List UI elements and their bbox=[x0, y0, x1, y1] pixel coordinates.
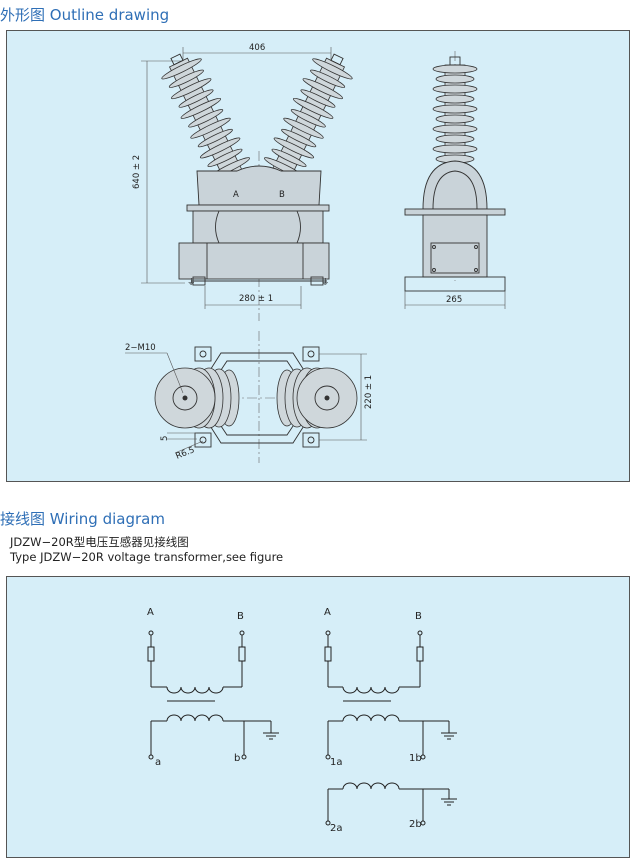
side-dome bbox=[422, 160, 488, 210]
svg-text:⏚: ⏚ bbox=[321, 278, 330, 288]
wiring-line-en: Type JDZW−20R voltage transformer,see fi… bbox=[10, 550, 284, 564]
wiring-diagram-panel: A B a b A B bbox=[6, 576, 630, 858]
right-insulator bbox=[263, 53, 353, 185]
left-label-a: a bbox=[155, 757, 161, 768]
terminal-a-label: A bbox=[233, 190, 239, 200]
wiring-section-title: 接线图 Wiring diagram bbox=[0, 510, 165, 528]
front-upper-body bbox=[196, 165, 322, 206]
right-label-A: A bbox=[324, 607, 331, 618]
outline-section-title: 外形图 Outline drawing bbox=[0, 6, 170, 24]
wiring-line-cn: JDZW−20R型电压互感器见接线图 bbox=[10, 535, 189, 549]
dim-mount: 2−M10 bbox=[125, 343, 156, 353]
wiring-diagram: A B a b A B bbox=[147, 607, 457, 834]
plan-right-sheds bbox=[276, 367, 358, 429]
dim-side-width: 265 bbox=[446, 295, 462, 305]
wiring-left: A B a b bbox=[147, 607, 279, 768]
dim-top-width: 406 bbox=[249, 43, 265, 53]
wiring-right: A B 1a 1b 2a 2b bbox=[324, 607, 457, 834]
dim-gap: 5 bbox=[160, 436, 170, 441]
side-flange bbox=[404, 208, 506, 216]
outline-drawing-panel: 406 640 ± 2 bbox=[6, 30, 630, 482]
dim-base-spacing: 280 ± 1 bbox=[239, 294, 273, 304]
plan-left-sheds bbox=[154, 367, 240, 429]
right-label-B: B bbox=[415, 611, 422, 622]
right-label-1a: 1a bbox=[330, 757, 343, 768]
side-insulator bbox=[432, 56, 478, 166]
right-label-2a: 2a bbox=[330, 823, 343, 834]
left-label-b: b bbox=[234, 753, 240, 764]
right-label-1b: 1b bbox=[409, 753, 422, 764]
terminal-b-label: B bbox=[279, 190, 285, 200]
front-flange bbox=[186, 204, 330, 212]
dim-height: 640 ± 2 bbox=[132, 155, 142, 189]
left-insulator bbox=[161, 53, 251, 185]
front-core bbox=[192, 210, 324, 244]
left-label-A: A bbox=[147, 607, 154, 618]
dim-radius: R6.5 bbox=[174, 445, 196, 462]
dim-plan-height: 220 ± 1 bbox=[364, 375, 374, 409]
right-label-2b: 2b bbox=[409, 819, 422, 830]
front-base bbox=[178, 242, 330, 280]
outline-drawing: 406 640 ± 2 bbox=[125, 43, 506, 463]
side-base bbox=[422, 214, 488, 278]
left-label-B: B bbox=[237, 611, 244, 622]
svg-text:⏚: ⏚ bbox=[187, 278, 196, 288]
